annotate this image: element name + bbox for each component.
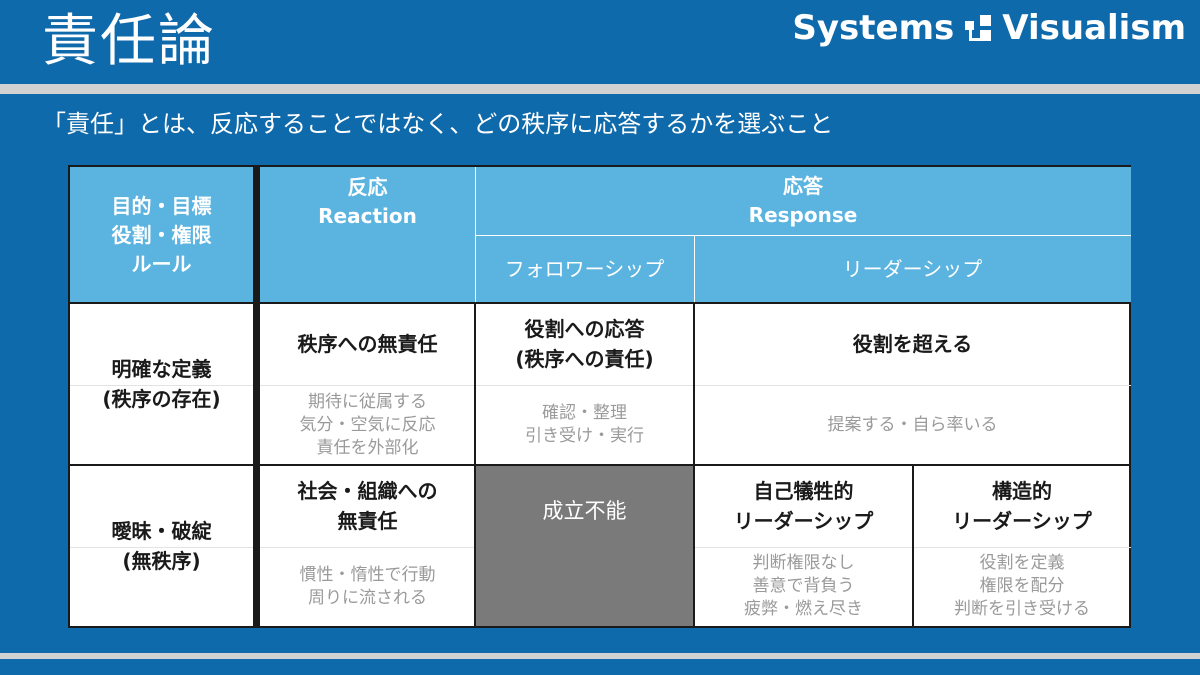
followership-header: フォロワーシップ <box>475 235 694 303</box>
row-label-vague: 曖昧・破綻 (無秩序) <box>111 518 212 573</box>
column-divider <box>693 303 695 626</box>
header-divider-band <box>0 84 1200 94</box>
footer-divider-band <box>0 653 1200 659</box>
row-divider <box>70 464 1131 466</box>
responsibility-matrix: 目的・目標 役割・権限 ルール 反応 Reaction 応答 Response … <box>68 165 1131 628</box>
response-header: 応答 Response <box>475 167 1131 235</box>
followership-clear-title: 役割への応答 (秩序への責任) <box>515 317 654 371</box>
reaction-clear-desc: 期待に従属する 気分・空気に反応 責任を外部化 <box>299 391 436 458</box>
brand-name-left: Systems <box>792 8 955 48</box>
followership-vague-impossible: 成立不能 <box>475 465 694 626</box>
leadership-clear-title: 役割を超える <box>852 332 973 356</box>
sacrificial-leadership-desc: 判断権限なし 善意で背負う 疲弊・燃え尽き <box>744 553 863 619</box>
followership-clear-desc: 確認・整理 引き受け・実行 <box>525 403 644 446</box>
sacrificial-leadership-title: 自己犠牲的 リーダーシップ <box>733 479 874 533</box>
title-desc-separator <box>70 385 1131 386</box>
brand-name-right: Visualism <box>1002 8 1186 48</box>
header-row-divider <box>70 302 1131 304</box>
row-header-divider <box>253 167 260 626</box>
structural-leadership-title: 構造的 リーダーシップ <box>952 479 1092 533</box>
slide-subtitle: 「責任」とは、反応することではなく、どの秩序に応答するかを選ぶこと <box>42 110 834 138</box>
title-desc-separator <box>70 547 475 548</box>
reaction-header: 反応 Reaction <box>260 167 475 303</box>
row-label-clear: 明確な定義 (秩序の存在) <box>102 357 221 411</box>
reaction-vague-title: 社会・組織への 無責任 <box>297 479 438 533</box>
header-separator <box>694 235 695 303</box>
reaction-vague-desc: 慣性・惰性で行動 周りに流される <box>299 564 436 608</box>
leadership-clear-desc: 提案する・自ら率いる <box>827 414 998 435</box>
flow-blocks-icon <box>965 15 992 41</box>
brand-logo: Systems Visualism <box>792 6 1186 50</box>
leadership-header: リーダーシップ <box>694 235 1131 303</box>
column-divider <box>474 303 476 626</box>
structural-leadership-desc: 役割を定義 権限を配分 判断を引き受ける <box>954 553 1090 619</box>
slide-title: 責任論 <box>42 9 216 74</box>
corner-header: 目的・目標 役割・権限 ルール <box>70 167 253 303</box>
header-separator <box>475 235 1131 236</box>
reaction-clear-title: 秩序への無責任 <box>297 332 438 356</box>
column-divider <box>912 465 914 626</box>
